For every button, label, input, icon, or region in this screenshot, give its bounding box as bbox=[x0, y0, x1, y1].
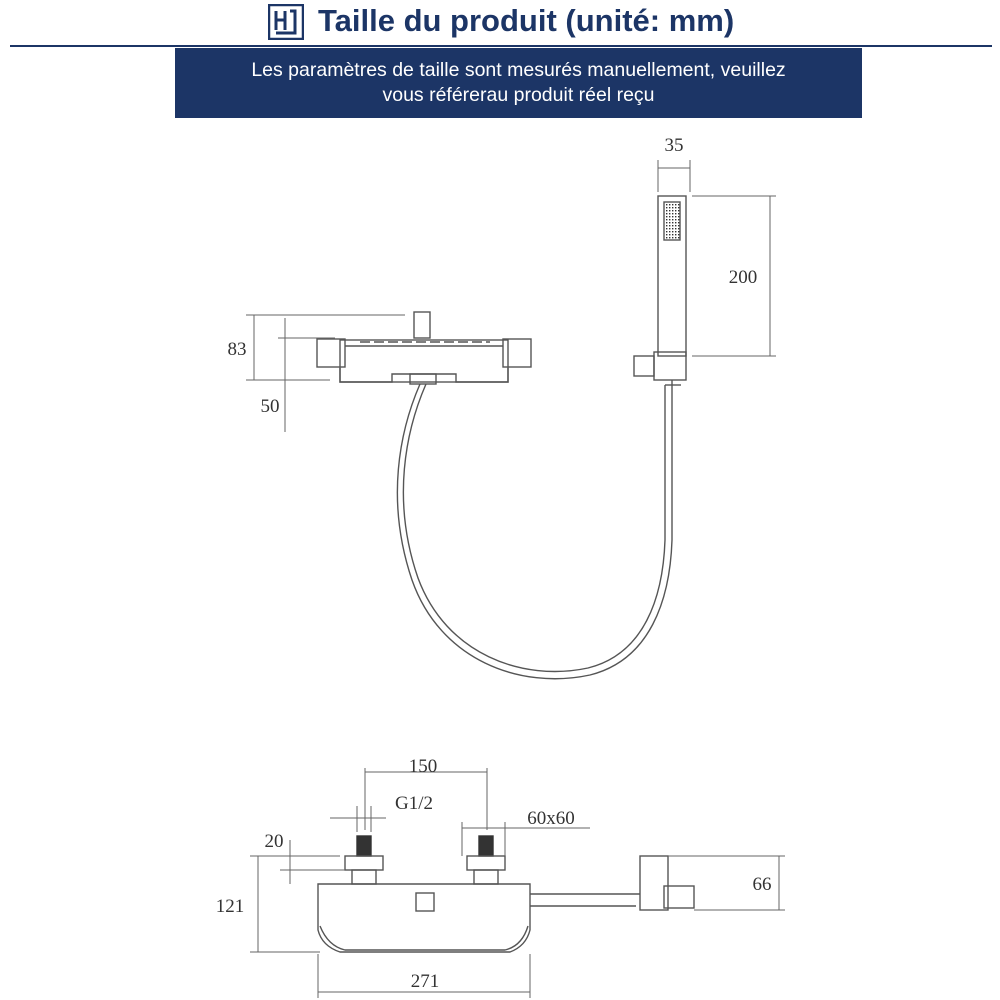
front-view-dimensions bbox=[250, 768, 785, 998]
dim-inlet-thread: G1/2 bbox=[395, 793, 433, 814]
notice-line-1: Les paramètres de taille sont mesurés ma… bbox=[251, 59, 786, 81]
mixer-body-top bbox=[316, 311, 532, 385]
dim-body-height: 121 bbox=[216, 896, 245, 917]
dim-holder-height: 66 bbox=[753, 874, 772, 895]
mixer-body-front bbox=[317, 883, 531, 953]
top-view-dimensions bbox=[246, 160, 776, 432]
notice-line-2: vous référerau produit réel reçu bbox=[382, 84, 655, 106]
dim-body-width: 271 bbox=[411, 971, 440, 992]
dim-handset-length: 200 bbox=[729, 267, 758, 288]
front-hose-holder bbox=[530, 855, 695, 911]
notice-banner: Les paramètres de taille sont mesurés ma… bbox=[175, 48, 862, 118]
top-view bbox=[246, 160, 776, 680]
front-view bbox=[250, 768, 785, 998]
dim-inlet-spacing: 150 bbox=[409, 756, 438, 777]
header: Taille du produit (unité: mm) bbox=[0, 0, 1000, 48]
hj-bracket-logo-icon bbox=[268, 4, 304, 40]
dim-inlet-height: 20 bbox=[265, 831, 284, 852]
dim-escutcheon-size: 60x60 bbox=[527, 808, 575, 829]
dim-handset-width: 35 bbox=[665, 135, 684, 156]
dim-outlet-offset: 50 bbox=[261, 396, 280, 417]
shower-hose bbox=[396, 380, 681, 680]
header-rule bbox=[10, 45, 992, 47]
left-inlet bbox=[344, 835, 384, 885]
right-inlet bbox=[466, 835, 506, 885]
page-title: Taille du produit (unité: mm) bbox=[318, 3, 735, 38]
dim-mixer-height: 83 bbox=[228, 339, 247, 360]
hand-shower bbox=[633, 195, 687, 381]
